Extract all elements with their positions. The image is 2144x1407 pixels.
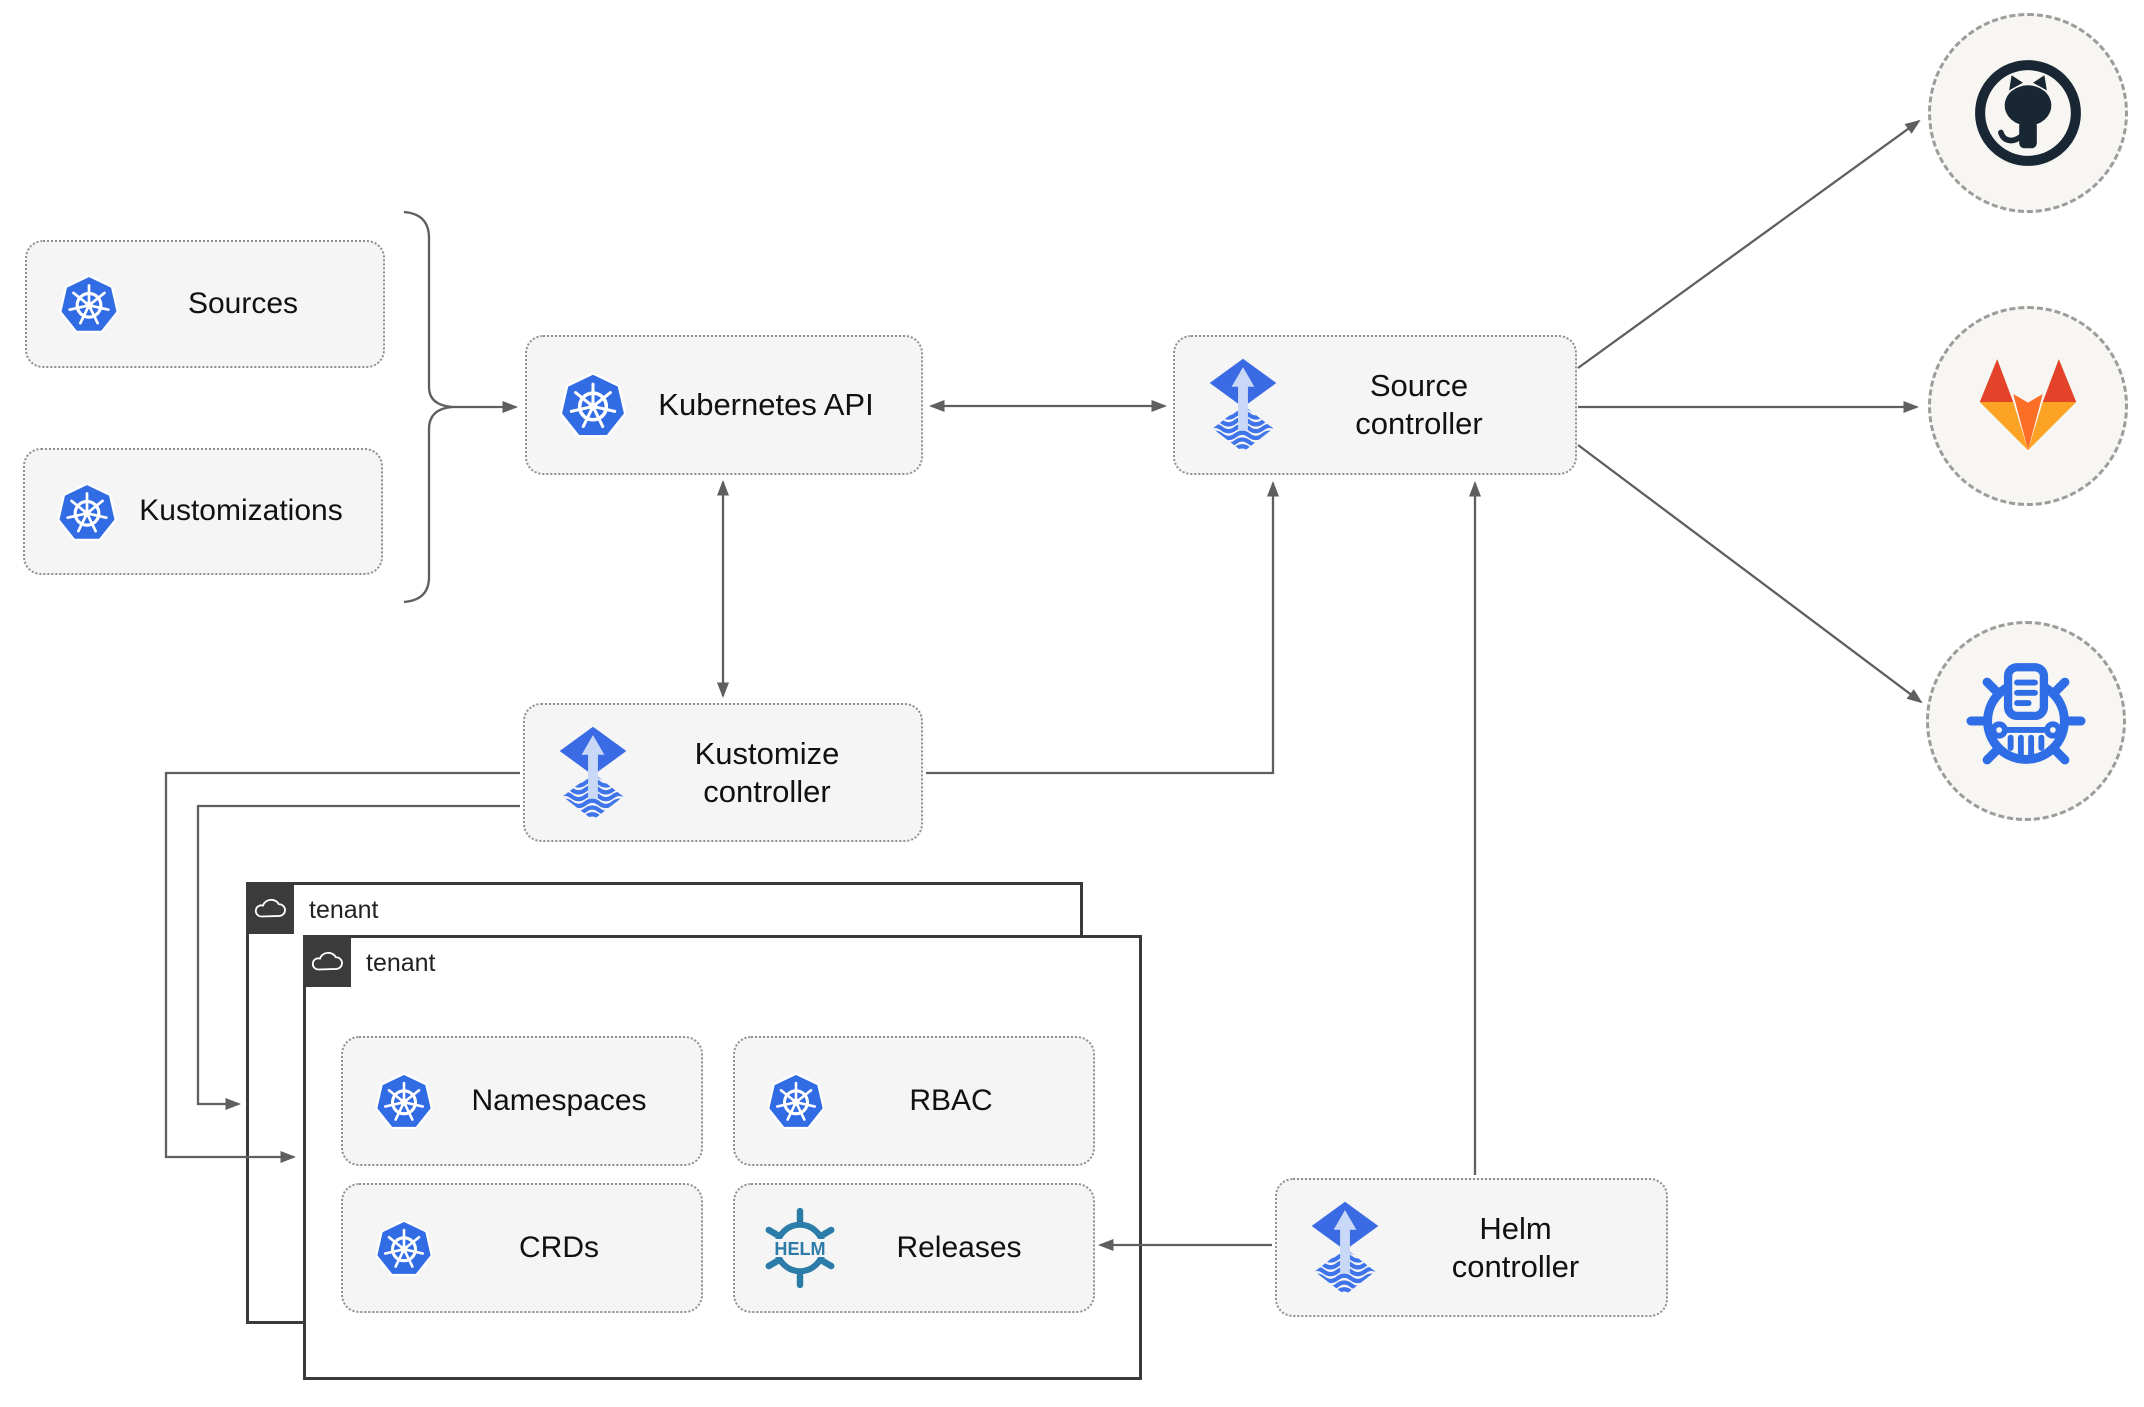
- node-kustomizations: Kustomizations: [23, 448, 383, 575]
- node-rbac: RBAC: [733, 1036, 1095, 1166]
- arrow-kustomize-source: [926, 481, 1279, 775]
- helm-repository-icon: [1962, 657, 2090, 785]
- endpoint-gitlab: [1928, 306, 2128, 506]
- node-label: Source controller: [1355, 368, 1483, 441]
- node-releases: HELM Releases: [733, 1183, 1095, 1313]
- node-label: Releases: [896, 1230, 1022, 1264]
- tenant-label: tenant: [309, 895, 379, 924]
- node-label: Kustomizations: [139, 494, 343, 528]
- node-sources: Sources: [25, 240, 385, 368]
- brace-group: [403, 210, 453, 604]
- cloud-icon: [310, 949, 344, 974]
- node-label: Namespaces: [471, 1083, 647, 1117]
- kubernetes-icon: [55, 480, 119, 544]
- kubernetes-icon: [557, 369, 629, 441]
- flux-icon: [1205, 358, 1281, 452]
- flux-icon: [1307, 1201, 1383, 1295]
- tenant-container-front: tenant Namespaces RBAC CRDs HELM Release…: [303, 935, 1142, 1380]
- endpoint-github: [1928, 13, 2128, 213]
- node-kubernetes-api: Kubernetes API: [525, 335, 923, 475]
- tenant-tab: [246, 882, 294, 934]
- node-source-controller: Source controller: [1173, 335, 1577, 475]
- arrow-source-helm-repository: [1577, 444, 1923, 704]
- cloud-icon: [253, 896, 287, 921]
- tenant-label: tenant: [366, 948, 436, 977]
- node-kustomize-controller: Kustomize controller: [523, 703, 923, 842]
- kubernetes-icon: [373, 1070, 435, 1132]
- node-label: RBAC: [909, 1083, 993, 1117]
- tenant-tab: [303, 935, 351, 987]
- node-label: CRDs: [519, 1230, 599, 1264]
- node-helm-controller: Helm controller: [1275, 1178, 1668, 1317]
- node-label: Sources: [187, 286, 299, 320]
- gitlab-icon: [1961, 339, 2095, 473]
- helm-wordmark: HELM: [774, 1239, 825, 1259]
- flux-icon: [555, 726, 631, 820]
- helm-icon: HELM: [757, 1205, 843, 1291]
- arrow-source-github: [1577, 119, 1921, 369]
- node-label: Kustomize controller: [694, 735, 840, 809]
- endpoint-helm-repository: [1926, 621, 2126, 821]
- kubernetes-icon: [373, 1217, 435, 1279]
- kubernetes-icon: [765, 1070, 827, 1132]
- kubernetes-icon: [57, 272, 121, 336]
- node-label: Kubernetes API: [658, 387, 874, 423]
- github-icon: [1965, 50, 2091, 176]
- node-label: Helm controller: [1451, 1210, 1580, 1284]
- node-namespaces: Namespaces: [341, 1036, 703, 1166]
- node-crds: CRDs: [341, 1183, 703, 1313]
